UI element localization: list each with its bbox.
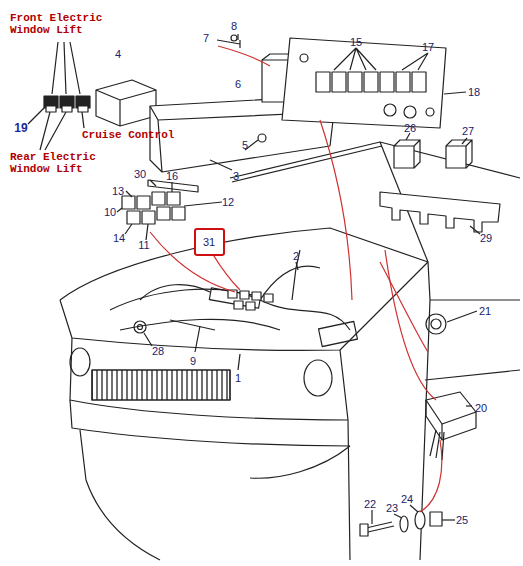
note-text: Cruise Control	[82, 129, 182, 141]
callout-number: 21	[479, 305, 491, 317]
callout-number: 10	[104, 206, 116, 218]
callout-number: 27	[462, 125, 474, 137]
callout-number: 28	[152, 345, 164, 357]
callout-number: 19	[14, 122, 27, 135]
callout-number: 20	[475, 402, 487, 414]
callout-number: 23	[386, 502, 398, 514]
callout-number: 17	[422, 41, 434, 53]
callout-number: 15	[350, 36, 362, 48]
callout-number: 9	[190, 355, 196, 367]
note-text: Front Electric Window Lift	[10, 12, 114, 36]
callout-number: 7	[203, 32, 209, 44]
highlight-box: 31	[194, 228, 225, 256]
callout-number: 30	[134, 168, 146, 180]
callout-number: 4	[115, 48, 121, 60]
callout-number: 16	[166, 170, 178, 182]
callout-number: 13	[112, 185, 124, 197]
note-text: Rear Electric Window Lift	[10, 151, 114, 175]
callout-number: 2	[293, 250, 299, 262]
callout-number: 5	[242, 139, 248, 151]
callout-number: 3	[233, 170, 239, 182]
callout-number: 29	[480, 232, 492, 244]
callout-number: 25	[456, 514, 468, 526]
callout-number: 31	[203, 236, 215, 248]
callout-number: 1	[235, 372, 241, 384]
callout-number: 26	[404, 122, 416, 134]
callout-number: 24	[401, 493, 413, 505]
callout-number: 12	[222, 196, 234, 208]
callout-number: 8	[231, 20, 237, 32]
callout-number: 14	[113, 232, 125, 244]
callout-number: 6	[235, 78, 241, 90]
callout-number: 18	[468, 86, 480, 98]
callout-number: 11	[138, 239, 149, 251]
callout-number: 22	[364, 498, 376, 510]
